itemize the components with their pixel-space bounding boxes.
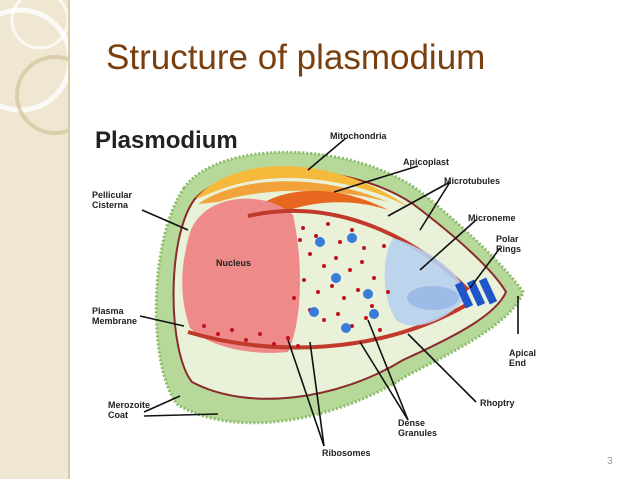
label-nucleus: Nucleus [216,258,252,268]
label-ribosomes: Ribosomes [322,448,371,458]
label-plasma-membrane: Plasma Membrane [92,306,138,326]
label-apical-end: Apical End [509,348,537,368]
sidebar-divider [68,0,70,479]
mitochondria-shape [196,166,410,208]
label-rhoptry: Rhoptry [480,398,515,408]
slide-title: Structure of plasmodium [106,38,486,77]
diagram-heading: Plasmodium [95,127,238,154]
label-leader-lines [139,137,519,447]
dense-granules-dots [309,233,379,333]
plasmodium-diagram [139,137,525,447]
label-mitochondria: Mitochondria [330,131,387,141]
label-microneme: Microneme [468,213,516,223]
label-merozoite-coat: Merozoite Coat [108,400,151,420]
decorative-circles [0,0,95,135]
slide-sidebar-decoration [0,0,95,479]
apicoplast-shape [258,190,388,214]
label-pellicular-cisterna: Pellicular Cisterna [92,190,133,210]
label-apicoplast: Apicoplast [403,157,450,167]
page-number: 3 [607,456,613,467]
label-polar-rings: Polar Rings [496,234,522,254]
microneme-shape [407,286,459,310]
nucleus-shape [182,198,300,353]
ribosomes-dots [202,222,390,348]
label-microtubules: Microtubules [444,176,501,186]
label-dense-granules: Dense Granules [398,418,438,438]
